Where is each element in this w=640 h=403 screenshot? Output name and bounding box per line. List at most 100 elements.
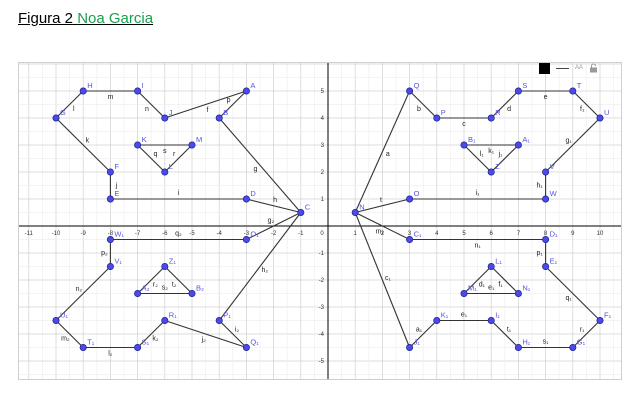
point[interactable] — [514, 343, 522, 351]
point[interactable] — [106, 263, 114, 271]
segment[interactable] — [545, 117, 601, 173]
segment[interactable] — [218, 320, 247, 348]
point[interactable] — [487, 317, 495, 325]
point[interactable] — [569, 343, 577, 351]
segment[interactable] — [164, 319, 247, 349]
segment[interactable] — [55, 320, 84, 348]
point[interactable] — [433, 317, 441, 325]
segment-label: e₁ — [461, 312, 468, 319]
point[interactable] — [460, 290, 468, 298]
segment[interactable] — [354, 212, 410, 240]
segment[interactable] — [409, 90, 438, 119]
color-swatch-button[interactable] — [539, 62, 550, 74]
segment[interactable] — [218, 212, 302, 321]
segment-label: c₁ — [385, 275, 392, 282]
point[interactable] — [433, 114, 441, 122]
point[interactable] — [188, 141, 196, 149]
segment[interactable] — [354, 90, 411, 213]
point[interactable] — [242, 87, 250, 95]
segment[interactable] — [545, 266, 601, 321]
segment[interactable] — [246, 212, 302, 240]
point[interactable] — [351, 209, 359, 217]
point[interactable] — [215, 317, 223, 325]
label-style-button[interactable]: AA — [575, 65, 584, 71]
point[interactable] — [161, 114, 169, 122]
segment[interactable] — [137, 90, 166, 119]
segment[interactable] — [490, 144, 519, 173]
point[interactable] — [242, 195, 250, 203]
segment[interactable] — [490, 320, 519, 348]
lock-icon[interactable] — [589, 63, 598, 73]
point[interactable] — [514, 87, 522, 95]
segment[interactable] — [490, 90, 519, 119]
point[interactable] — [460, 141, 468, 149]
point[interactable] — [161, 168, 169, 176]
point[interactable] — [242, 343, 250, 351]
segment[interactable] — [137, 266, 166, 294]
point[interactable] — [406, 195, 414, 203]
point[interactable] — [569, 87, 577, 95]
point[interactable] — [52, 114, 60, 122]
segment[interactable] — [137, 320, 166, 348]
point[interactable] — [134, 87, 142, 95]
segment[interactable] — [463, 144, 492, 173]
x-tick-label: 6 — [490, 231, 494, 237]
point[interactable] — [406, 87, 414, 95]
point[interactable] — [487, 168, 495, 176]
segment[interactable] — [354, 212, 411, 348]
point[interactable] — [542, 263, 550, 271]
segment[interactable] — [218, 90, 247, 119]
point[interactable] — [134, 290, 142, 298]
point[interactable] — [134, 141, 142, 149]
segment-label: g — [254, 166, 258, 173]
point[interactable] — [596, 317, 604, 325]
point[interactable] — [134, 343, 142, 351]
x-tick-label: 8 — [544, 231, 548, 237]
point[interactable] — [542, 195, 550, 203]
graphics-view[interactable]: -11-10-9-8-7-6-5-4-3-2-10123456789101154… — [18, 62, 631, 380]
segment[interactable] — [409, 320, 438, 348]
segment-label: a₁ — [416, 327, 423, 334]
line-style-button[interactable] — [556, 67, 569, 69]
point[interactable] — [514, 141, 522, 149]
segment[interactable] — [164, 90, 247, 119]
point[interactable] — [514, 290, 522, 298]
point[interactable] — [406, 343, 414, 351]
point[interactable] — [596, 114, 604, 122]
segment[interactable] — [246, 198, 301, 214]
segment[interactable] — [137, 144, 166, 173]
segment[interactable] — [463, 266, 492, 294]
point[interactable] — [106, 168, 114, 176]
point-label: L₁ — [495, 257, 502, 266]
point[interactable] — [215, 114, 223, 122]
point[interactable] — [79, 87, 87, 95]
segment[interactable] — [55, 117, 111, 173]
point[interactable] — [52, 317, 60, 325]
point-label: R — [495, 108, 501, 117]
point[interactable] — [106, 195, 114, 203]
point[interactable] — [487, 263, 495, 271]
coordinate-plane[interactable]: -11-10-9-8-7-6-5-4-3-2-10123456789101154… — [19, 63, 631, 379]
point[interactable] — [106, 236, 114, 244]
segment[interactable] — [55, 266, 111, 321]
segment[interactable] — [164, 266, 193, 294]
segment[interactable] — [164, 144, 193, 173]
segment[interactable] — [355, 198, 410, 214]
point[interactable] — [297, 209, 305, 217]
point[interactable] — [406, 236, 414, 244]
segment[interactable] — [572, 90, 601, 119]
segment[interactable] — [55, 90, 84, 119]
author-link[interactable]: Noa Garcia — [77, 10, 154, 27]
point[interactable] — [487, 114, 495, 122]
segment[interactable] — [490, 266, 519, 294]
point[interactable] — [242, 236, 250, 244]
point[interactable] — [188, 290, 196, 298]
segment-label: k₁ — [488, 148, 495, 155]
segment[interactable] — [572, 320, 601, 348]
point[interactable] — [161, 317, 169, 325]
point[interactable] — [542, 168, 550, 176]
point[interactable] — [542, 236, 550, 244]
point[interactable] — [79, 343, 87, 351]
segment[interactable] — [218, 117, 302, 213]
point[interactable] — [161, 263, 169, 271]
